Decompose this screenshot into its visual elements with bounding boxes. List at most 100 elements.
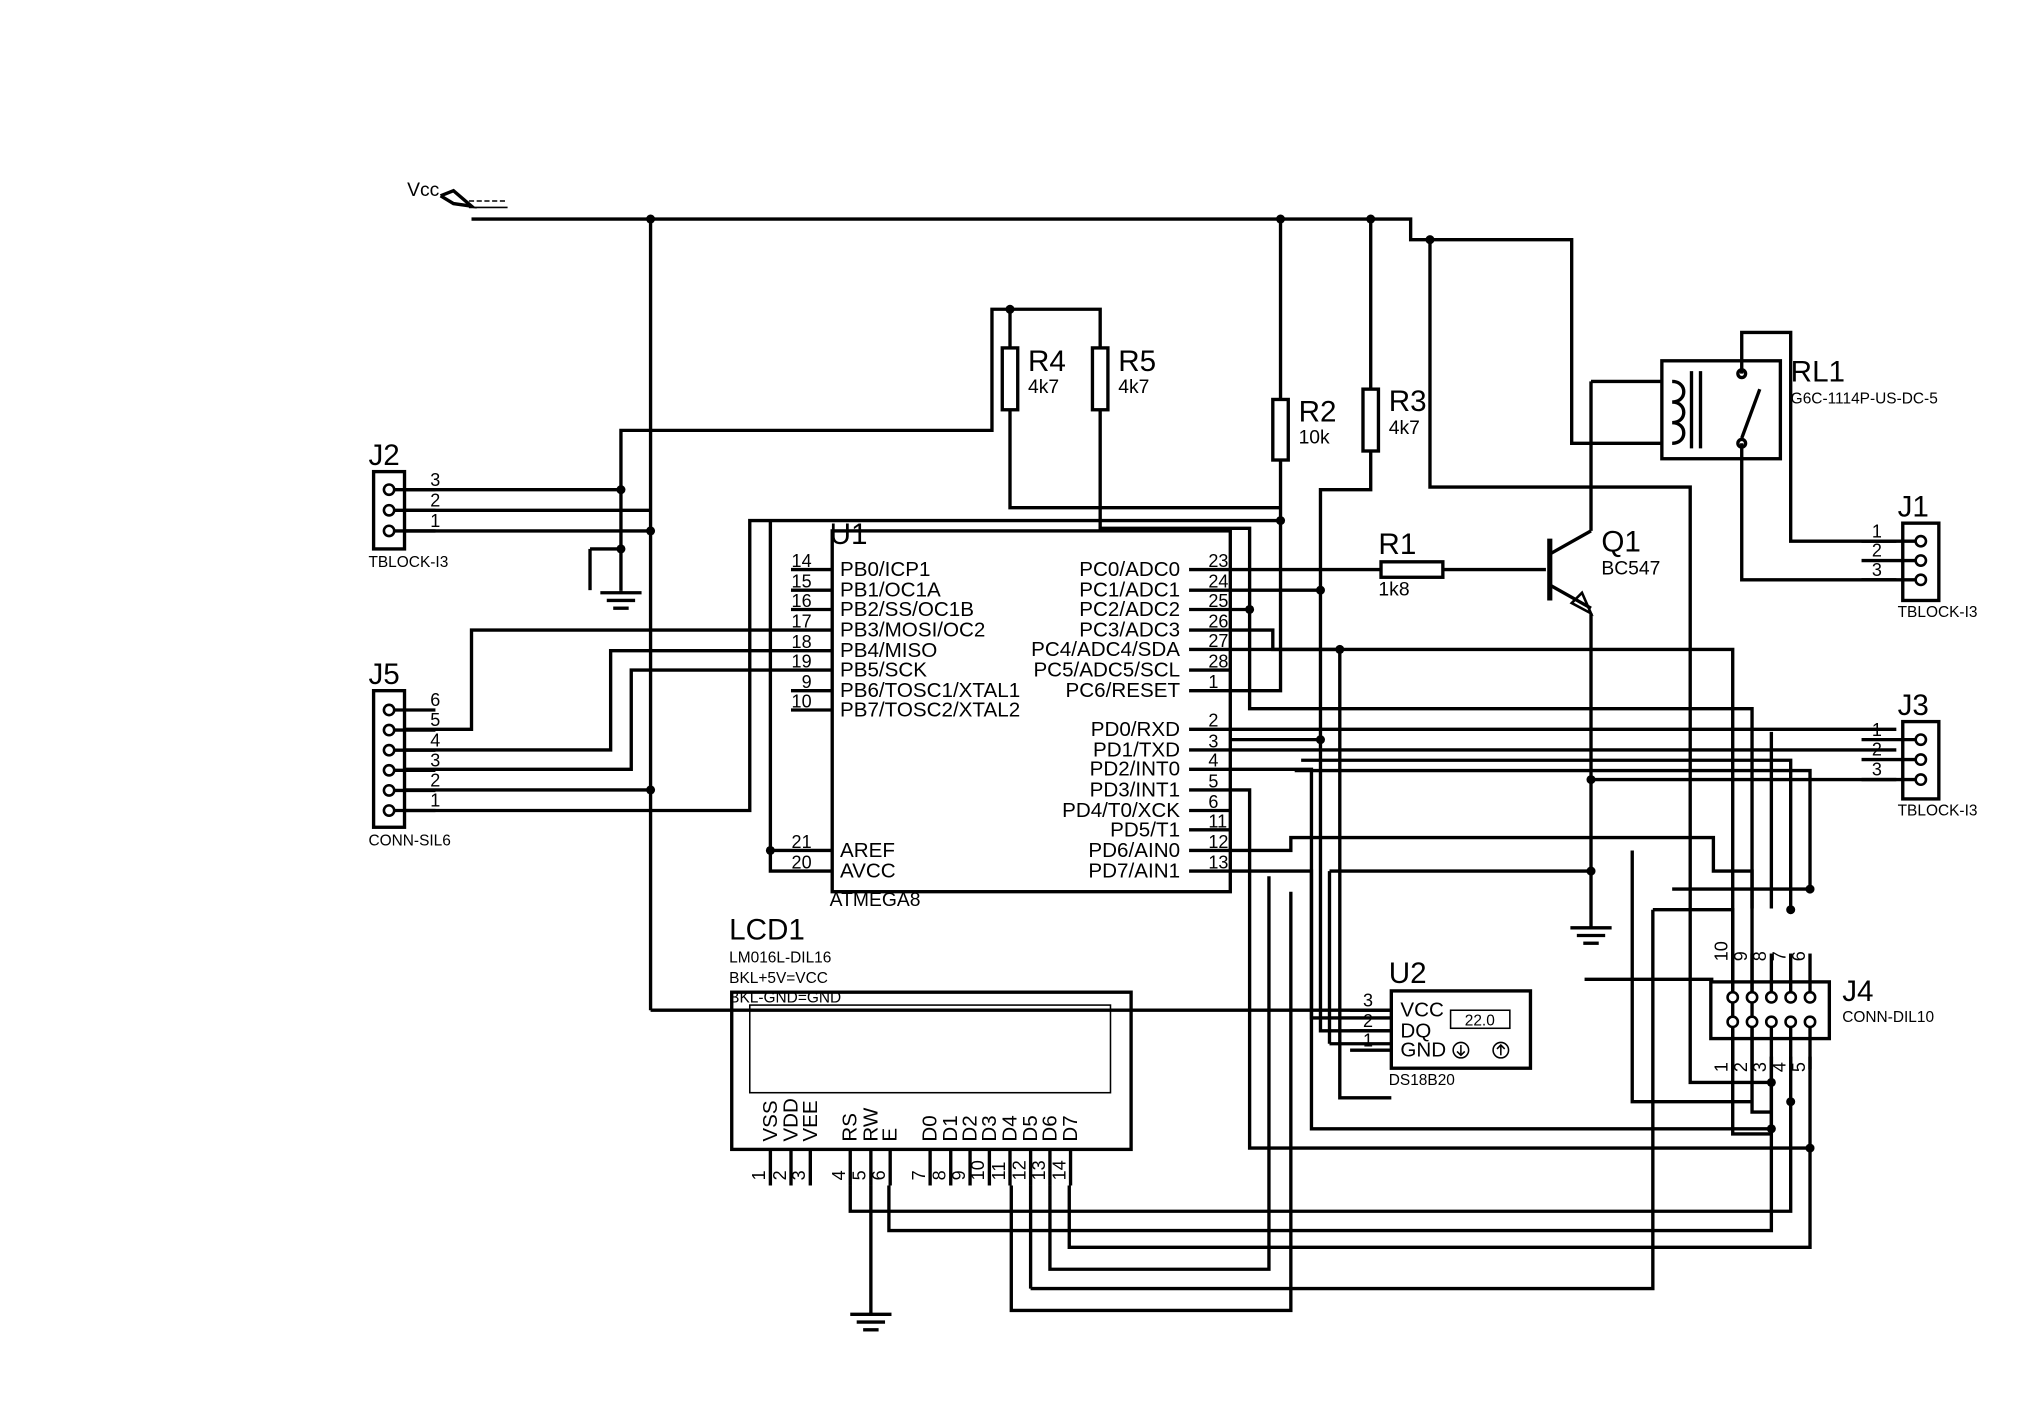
ground-icon <box>600 590 642 610</box>
u1-pin-number: 14 <box>792 551 812 571</box>
pin-label: VCC <box>1400 999 1444 1022</box>
up-arrow-icon <box>1492 1041 1510 1059</box>
u1-pin-number: 20 <box>792 852 812 872</box>
pin-number: 7 <box>909 1170 929 1180</box>
r2-value: 10k <box>1299 427 1330 448</box>
connector-j3: J3 TBLOCK-I3 123 <box>1861 689 1978 820</box>
u1-pin-label: PC6/RESET <box>1066 679 1181 702</box>
pin-socket <box>1914 773 1928 787</box>
j5-ref: J5 <box>368 658 399 691</box>
u1-pin-number: 2 <box>1208 711 1218 731</box>
u1-pin-label: PD0/RXD <box>1091 718 1180 741</box>
u1-pin-label: PC2/ADC2 <box>1079 598 1180 621</box>
transistor-q1: Q1 BC547 <box>1547 526 1660 617</box>
u1-pin-label: PD5/T1 <box>1110 818 1180 841</box>
u2-display: 22.0 <box>1465 1013 1495 1030</box>
u1-pin-label: PD7/AIN1 <box>1088 860 1180 883</box>
u1-pin-label: AVCC <box>840 860 896 883</box>
u2-part: DS18B20 <box>1389 1072 1455 1089</box>
relay-rl1: RL1 G6C-1114P-US-DC-5 <box>1660 355 1938 461</box>
j4-part: CONN-DIL10 <box>1842 1009 1934 1026</box>
connector-j1: J1 TBLOCK-I3 123 <box>1861 491 1977 621</box>
u1-pin-number: 10 <box>792 691 812 711</box>
u1-pin-number: 19 <box>792 651 812 671</box>
u1-part: ATMEGA8 <box>830 890 921 911</box>
pin-label: VSS <box>759 1100 782 1141</box>
pin-number: 4 <box>829 1170 849 1180</box>
pin-socket <box>1764 990 1778 1004</box>
resistor-r2: R2 10k <box>1271 395 1337 462</box>
pin-socket <box>1784 990 1798 1004</box>
u1-pin-number: 24 <box>1208 572 1228 592</box>
u1-pin-number: 12 <box>1208 832 1228 852</box>
pin-number: 3 <box>1750 1062 1770 1072</box>
pin-number: 10 <box>1712 941 1732 961</box>
pin-number: 8 <box>1750 951 1770 961</box>
j4-ref: J4 <box>1842 975 1873 1008</box>
pin-number: 13 <box>1029 1160 1049 1180</box>
pin-socket <box>1764 1015 1778 1029</box>
u1-pin-number: 1 <box>1208 672 1218 692</box>
u1-pin-number: 26 <box>1208 612 1228 632</box>
pin-number: 10 <box>968 1160 988 1180</box>
j1-pins: 123 <box>1861 521 1928 587</box>
pin-socket <box>382 743 396 757</box>
pin-number: 3 <box>789 1170 809 1180</box>
resistor-r3: R3 4k7 <box>1361 385 1427 453</box>
pin-number: 5 <box>850 1170 870 1180</box>
u1-pin-label: PB7/TOSC2/XTAL2 <box>840 698 1020 721</box>
u1-pin-number: 27 <box>1208 631 1228 651</box>
j3-part: TBLOCK-I3 <box>1898 803 1978 820</box>
pin-number: 3 <box>1363 990 1373 1010</box>
pin-label: GND <box>1400 1039 1446 1062</box>
ground-icon <box>1570 926 1612 945</box>
u1-pin-number: 28 <box>1208 651 1228 671</box>
u1-pin-number: 5 <box>1208 771 1218 791</box>
u1-pin-label: PC3/ADC3 <box>1079 619 1180 642</box>
pin-socket <box>382 763 396 777</box>
pin-number: 5 <box>430 710 440 730</box>
u1-pin-label: PB2/SS/OC1B <box>840 598 974 621</box>
resistor-r5: R5 4k7 <box>1090 345 1156 412</box>
r2-ref: R2 <box>1299 395 1337 428</box>
pin-label: VDD <box>779 1098 802 1142</box>
pin-socket <box>382 723 396 737</box>
pin-socket <box>382 703 396 717</box>
vcc-label: Vcc <box>407 180 440 201</box>
pin-number: 12 <box>1009 1160 1029 1180</box>
pin-number: 2 <box>1872 740 1882 760</box>
pin-number: 3 <box>1872 560 1882 580</box>
ic-u1: U1 ATMEGA8 14 PB0/ICP1 1 5 PB1/OC1A 16 PB2/SS/… <box>790 518 1232 911</box>
u1-pin-label: PC5/ADC5/SCL <box>1033 658 1180 681</box>
u1-pin-label: PC4/ADC4/SDA <box>1031 638 1180 661</box>
u2-ref: U2 <box>1389 957 1427 990</box>
pin-number: 5 <box>1789 1062 1809 1072</box>
u1-pin-label: PD2/INT0 <box>1090 758 1180 781</box>
resistor-r1: R1 1k8 <box>1378 528 1445 600</box>
r4-ref: R4 <box>1028 345 1066 378</box>
u1-pin-label: PB1/OC1A <box>840 579 941 602</box>
pin-number: 2 <box>1363 1011 1373 1031</box>
lcd1-ref: LCD1 <box>729 913 805 946</box>
pin-label: D3 <box>978 1115 1001 1141</box>
pin-socket <box>382 503 396 517</box>
pin-socket <box>1914 573 1928 587</box>
pin-number: 1 <box>1872 720 1882 740</box>
pin-socket <box>1726 990 1740 1004</box>
u1-pin-number: 16 <box>792 591 812 611</box>
u1-pin-label: PB0/ICP1 <box>840 558 930 581</box>
u1-pin-label: PD6/AIN0 <box>1088 839 1180 862</box>
u1-pin-label: PD3/INT1 <box>1090 778 1180 801</box>
u1-pin-label: PD4/T0/XCK <box>1062 799 1180 822</box>
pin-number: 1 <box>1872 521 1882 541</box>
pin-number: 4 <box>1770 1062 1790 1072</box>
pin-socket <box>382 483 396 497</box>
r4-value: 4k7 <box>1028 377 1059 398</box>
r3-value: 4k7 <box>1389 418 1420 439</box>
j2-part: TBLOCK-I3 <box>368 554 448 571</box>
u1-ref: U1 <box>830 518 868 551</box>
